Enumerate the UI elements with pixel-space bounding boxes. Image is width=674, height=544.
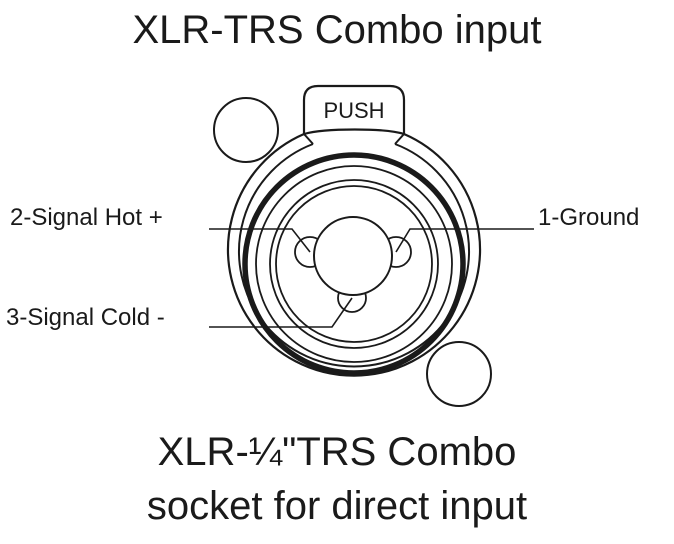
- diagram-title: XLR-TRS Combo input: [132, 8, 542, 52]
- push-label: PUSH: [323, 98, 384, 123]
- caption-line-1: XLR-¼"TRS Combo: [157, 430, 517, 474]
- caption-line-2: socket for direct input: [146, 484, 528, 528]
- trs-outer-ring: [269, 179, 439, 349]
- xlr-socket-ring: [242, 152, 466, 376]
- pin-1-label: 1-Ground: [538, 204, 639, 231]
- pin-1-leader: [395, 228, 534, 253]
- trs-inner-ring: [275, 185, 433, 343]
- socket-face-ring: [255, 165, 453, 363]
- pin-2-label: 2-Signal Hot +: [10, 204, 163, 231]
- pin-3-leader: [209, 297, 353, 328]
- pin-2-leader: [209, 228, 311, 253]
- top-mounting-hole: [213, 97, 279, 163]
- trs-jack-hole: [313, 216, 393, 296]
- pin-3-label: 3-Signal Cold -: [6, 304, 165, 331]
- bottom-mounting-hole: [426, 341, 492, 407]
- push-tab[interactable]: [302, 84, 406, 136]
- outer-inner-ring: [238, 143, 470, 368]
